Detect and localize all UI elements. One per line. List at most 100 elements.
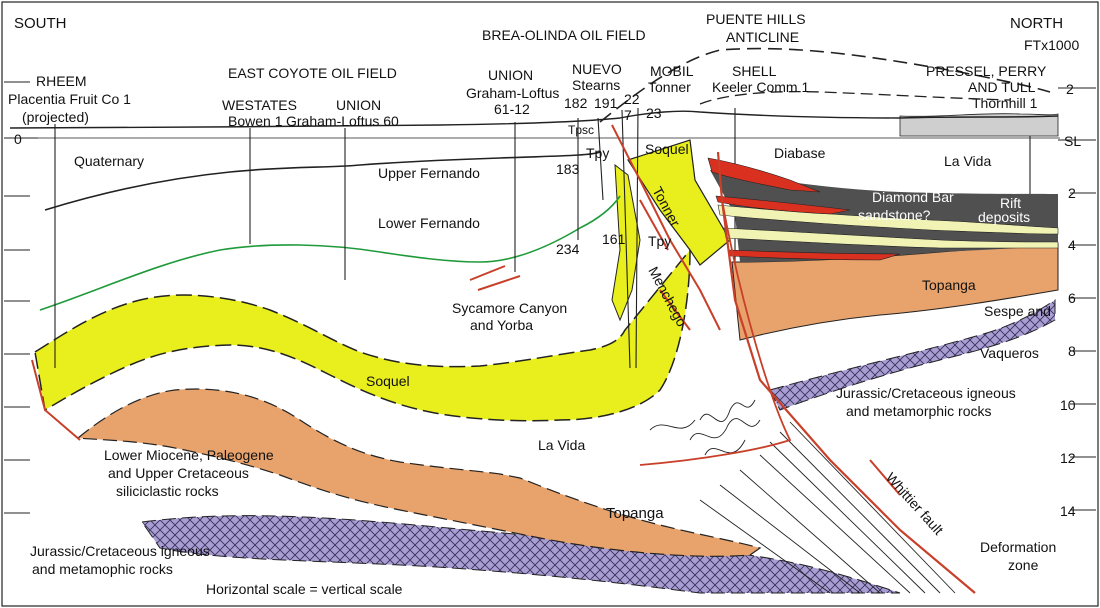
pressel-label-3: Thornhill 1 xyxy=(972,95,1038,111)
pressel-label-1: PRESSEL, PERRY xyxy=(926,63,1047,79)
deformation-label-2: zone xyxy=(1008,557,1039,573)
south-label: SOUTH xyxy=(14,15,67,32)
depth-right-2: 2 xyxy=(1068,185,1076,201)
depth-right-4: 4 xyxy=(1068,237,1076,253)
nuevo-label-2: Stearns xyxy=(572,77,620,93)
well-183: 183 xyxy=(556,161,580,177)
depth-left-0: 0 xyxy=(14,131,22,147)
westates-label-2: Bowen 1 xyxy=(228,113,283,129)
la-vida-south-label: La Vida xyxy=(538,437,585,453)
east-coyote-label: EAST COYOTE OIL FIELD xyxy=(228,65,397,81)
jurassic-south xyxy=(141,515,901,594)
shell-label-1: SHELL xyxy=(732,63,777,79)
sespe-label-2: Vaqueros xyxy=(980,345,1039,361)
fault-arrows xyxy=(469,199,901,496)
tpy-label-1: Tpy xyxy=(586,145,609,161)
sycamore-label-1: Sycamore Canyon xyxy=(452,300,567,316)
well-23: 23 xyxy=(646,105,662,121)
brea-olinda-label: BREA-OLINDA OIL FIELD xyxy=(482,27,646,43)
depth-ticks xyxy=(4,81,1096,514)
union61-label-2: Graham-Loftus xyxy=(466,85,559,101)
la-vida-north-label: La Vida xyxy=(944,153,991,169)
soquel-top-label: Soquel xyxy=(645,141,689,157)
rheem-label-2: Placentia Fruit Co 1 xyxy=(8,91,131,107)
anticline-eroded-outline-2 xyxy=(699,90,1011,105)
rheem-label-3: (projected) xyxy=(22,109,89,125)
depth-right-10: 10 xyxy=(1060,397,1076,413)
sycamore-label-2: and Yorba xyxy=(470,317,533,333)
diabase-sill-1 xyxy=(707,157,821,193)
surface-grey xyxy=(899,113,1059,137)
fault-lavida-boundary xyxy=(639,199,792,466)
fault-south-edge xyxy=(31,359,81,441)
anticline-line2: ANTICLINE xyxy=(726,29,799,45)
pale-band-2 xyxy=(723,227,1059,249)
westates-label-1: WESTATES xyxy=(222,97,297,113)
well-161: 161 xyxy=(602,231,626,247)
mobil-label-2: Tonner xyxy=(648,79,691,95)
sespe-label-1: Sespe and xyxy=(984,303,1051,319)
la-vida-folds xyxy=(649,399,761,456)
depth-right-sl: SL xyxy=(1064,133,1081,149)
tpy-label-2: Tpy xyxy=(648,233,671,249)
deformation-label-1: Deformation xyxy=(980,539,1056,555)
depth-right-2a: 2 xyxy=(1066,81,1074,97)
lower-fernando-label: Lower Fernando xyxy=(378,215,480,231)
upper-fernando-base xyxy=(39,195,621,311)
anticline-line1: PUENTE HILLS xyxy=(706,11,806,27)
rheem-label-1: RHEEM xyxy=(36,73,87,89)
anticline-eroded-outline xyxy=(599,47,1051,123)
union60-label-2: Graham-Loftus 60 xyxy=(286,113,399,129)
depth-right-12: 12 xyxy=(1060,450,1076,466)
jurassic-south-label-2: and metamophic rocks xyxy=(32,561,173,577)
north-label: NORTH xyxy=(1010,15,1063,32)
topanga-south-label: Topanga xyxy=(606,505,664,522)
depth-right-14: 14 xyxy=(1060,503,1076,519)
diabase-label: Diabase xyxy=(774,145,826,161)
soquel-fold-limb xyxy=(627,139,731,266)
jurassic-south-label-1: Jurassic/Cretaceous igneous xyxy=(30,543,210,559)
union61-label-3: 61-12 xyxy=(494,101,530,117)
nuevo-label-1: NUEVO xyxy=(572,61,622,77)
rift-label-1: Rift xyxy=(1000,195,1021,211)
jurassic-north-label-2: and metamorphic rocks xyxy=(846,403,992,419)
well-191: 191 xyxy=(594,95,618,111)
diamond-bar-label-2: sandstone? xyxy=(858,207,931,223)
well-182: 182 xyxy=(564,95,588,111)
well-22: 22 xyxy=(624,91,640,107)
union60-label-1: UNION xyxy=(336,97,381,113)
ground-surface xyxy=(9,110,1059,129)
diabase-sill-3 xyxy=(727,249,901,261)
units-label: FTx1000 xyxy=(1024,37,1079,53)
quaternary-label: Quaternary xyxy=(74,153,144,169)
union61-label-1: UNION xyxy=(488,67,533,83)
depth-right-6: 6 xyxy=(1068,290,1076,306)
shell-label-2: Keeler Comm 1 xyxy=(712,79,809,95)
pressel-label-2: AND TULL xyxy=(968,79,1036,95)
well-7: 7 xyxy=(624,107,632,123)
well-234: 234 xyxy=(556,241,580,257)
jurassic-north-label-1: Jurassic/Cretaceous igneous xyxy=(836,385,1016,401)
quaternary-base xyxy=(44,151,601,211)
rift-label-2: deposits xyxy=(978,209,1030,225)
lower-miocene-label-3: siliciclastic rocks xyxy=(116,483,219,499)
diamond-bar-label-1: Diamond Bar xyxy=(872,189,954,205)
soquel-main-label: Soquel xyxy=(366,373,410,389)
depth-right-8: 8 xyxy=(1068,343,1076,359)
upper-fernando-label: Upper Fernando xyxy=(378,165,480,181)
topanga-north-label: Topanga xyxy=(922,277,976,293)
diabase-sill-2 xyxy=(715,195,851,215)
scale-note: Horizontal scale = vertical scale xyxy=(206,581,403,597)
lower-miocene-label-1: Lower Miocene, Paleogene xyxy=(104,447,274,463)
tpsc-label: Tpsc xyxy=(568,123,594,137)
jurassic-north xyxy=(769,299,1056,411)
mobil-label-1: MOBIL xyxy=(650,63,694,79)
lower-miocene-label-2: and Upper Cretaceous xyxy=(108,465,249,481)
topanga-south xyxy=(76,388,762,557)
fault-splay-soquel xyxy=(611,124,721,331)
deformation-zone-hatch xyxy=(699,421,956,594)
soquel-main xyxy=(34,247,691,422)
